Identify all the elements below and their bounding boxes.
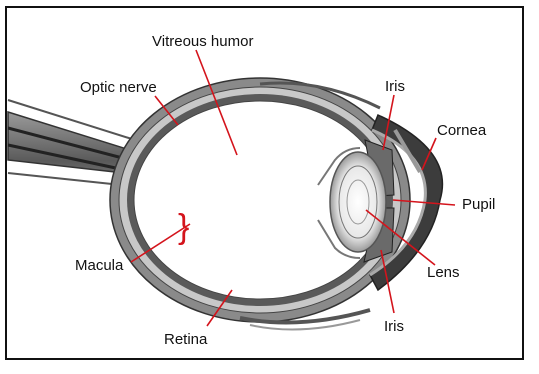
lens-shape	[330, 152, 386, 252]
label-lens: Lens	[427, 264, 460, 281]
label-iris-bottom: Iris	[384, 318, 404, 335]
label-cornea: Cornea	[437, 122, 487, 139]
label-optic-nerve: Optic nerve	[80, 79, 157, 96]
label-pupil: Pupil	[462, 196, 495, 213]
macula-brace: }	[178, 208, 189, 246]
label-iris-top: Iris	[385, 78, 405, 95]
label-retina: Retina	[164, 331, 208, 348]
label-macula: Macula	[75, 257, 124, 274]
label-vitreous-humor: Vitreous humor	[152, 33, 253, 50]
